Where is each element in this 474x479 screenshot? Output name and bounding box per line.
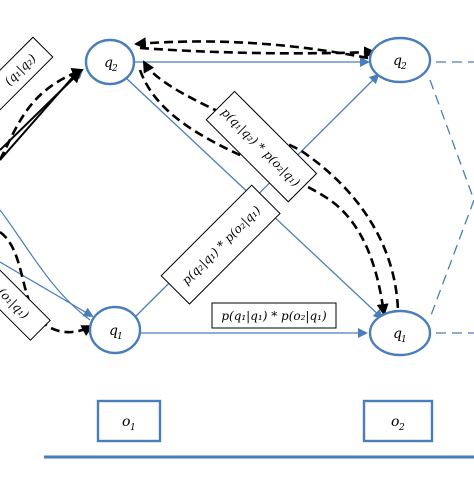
observation-box-o1: o 1 [96, 399, 162, 443]
svg-text:2: 2 [398, 423, 405, 433]
svg-text:o: o [122, 414, 130, 430]
svg-text:1: 1 [401, 335, 407, 345]
dashed-left-to-q2 [0, 67, 84, 161]
formula-box-q2-q1: p(q₂|q₁) * p(o₂|q₁) [160, 184, 281, 305]
dashed-q1-to-q2-curve [142, 60, 400, 323]
dashed-left-to-q1 [0, 230, 94, 336]
continuation-diag-up [429, 79, 474, 201]
state-node-q2-left: q 2 [84, 38, 136, 86]
svg-text:1: 1 [130, 423, 136, 433]
dashed-q2-q2-b [139, 46, 376, 59]
edge-left-into-q1 [0, 261, 94, 318]
state-node-q2-right: q 2 [368, 36, 432, 84]
state-node-q1-right: q 1 [368, 309, 432, 357]
svg-text:q: q [109, 323, 118, 339]
solid-black-arrow-2 [0, 77, 73, 161]
svg-text:2: 2 [400, 62, 407, 72]
formula-q1-q1-text: p(q₁|q₁) * p(o₂|q₁) [221, 309, 327, 323]
formula-box-left-top: (q₁|q₂) [0, 36, 54, 112]
svg-text:1: 1 [117, 332, 123, 342]
formula-box-left-bottom: (o₁|q₁) [0, 263, 51, 341]
state-node-q1-left: q 1 [88, 305, 142, 355]
svg-text:q: q [393, 53, 402, 69]
svg-text:q: q [393, 326, 402, 342]
svg-text:2: 2 [111, 64, 118, 74]
svg-text:o: o [391, 414, 399, 430]
svg-text:q: q [104, 55, 113, 71]
continuation-diag-down [429, 199, 474, 319]
edge-left-curve [0, 209, 91, 321]
observation-box-o2: o 2 [362, 399, 434, 443]
formula-box-q1-q1: p(q₁|q₁) * p(o₂|q₁) [211, 302, 337, 329]
dashed-q2-to-q1-curve [138, 69, 389, 316]
